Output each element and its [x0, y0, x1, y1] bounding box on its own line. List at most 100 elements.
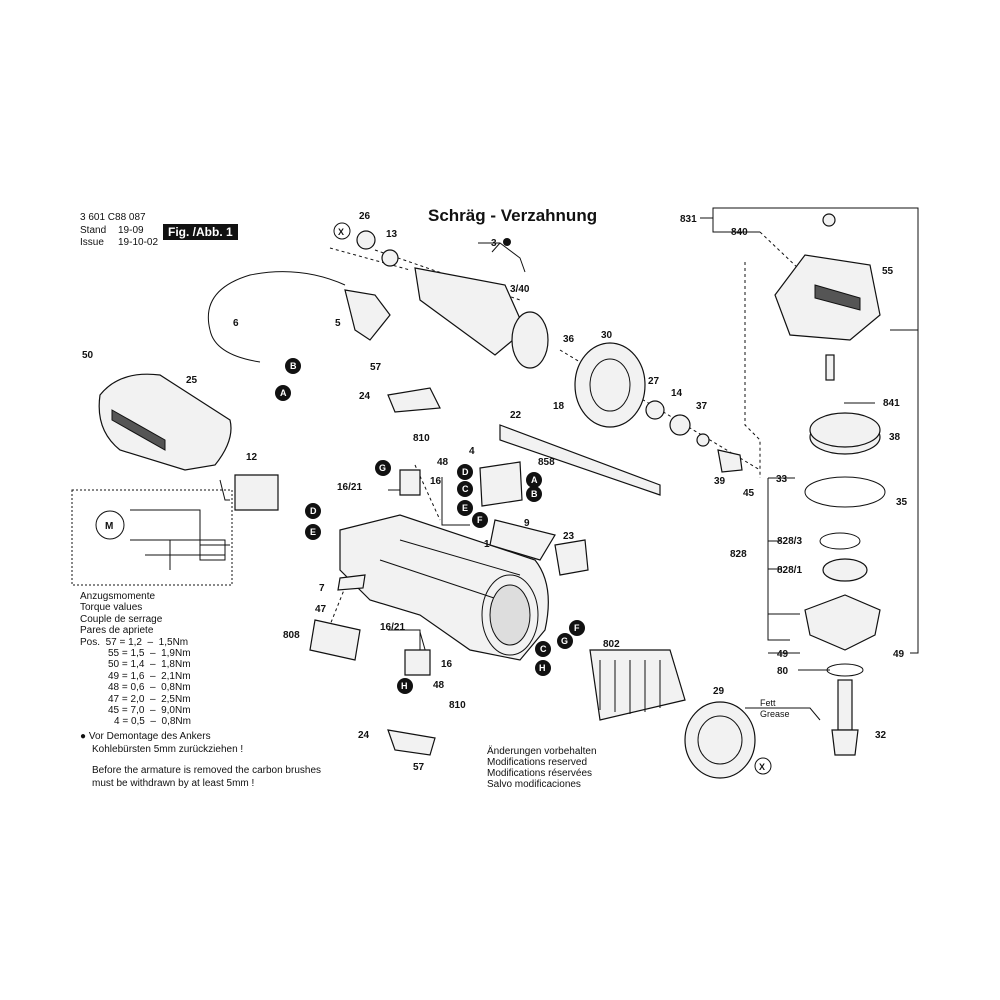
part-label: 49 [893, 649, 905, 660]
part-label: 828 [730, 549, 747, 560]
torque-row: 50 = 1,4 – 1,8Nm [108, 659, 191, 671]
part-label: 7 [319, 583, 325, 594]
doc-number: 3 601 C88 087 [80, 212, 146, 223]
part-label: 23 [563, 531, 575, 542]
note-de-line2: Kohlebürsten 5mm zurückziehen ! [92, 744, 244, 755]
circle-label: D [462, 467, 469, 477]
torque-row: 49 = 1,6 – 2,1Nm [108, 670, 191, 682]
part-label: 16/21 [337, 482, 362, 493]
circle-label: H [539, 663, 546, 673]
part-label: 828/1 [777, 565, 802, 576]
circle-label: F [574, 623, 580, 633]
torque-row: 47 = 2,0 – 2,5Nm [108, 693, 191, 705]
part-label: 16 [430, 476, 442, 487]
figure-badge: Fig. /Abb. 1 [163, 224, 238, 240]
circle-label: B [290, 361, 297, 371]
part-label: 37 [696, 401, 708, 412]
torque-row: Pos. 57 = 1,2 – 1,5Nm [80, 636, 189, 648]
part-label: 828/3 [777, 536, 802, 547]
part-label: 4 [469, 446, 475, 457]
part-label: 9 [524, 518, 530, 529]
part-label: 27 [648, 376, 660, 387]
part-label: 48 [437, 457, 449, 468]
page-title: Schräg - Verzahnung [428, 206, 598, 225]
circle-label: X [338, 227, 344, 237]
note-de-line1: ● Vor Demontage des Ankers [80, 731, 211, 742]
torque-heading: Anzugsmomente [80, 591, 156, 602]
part-label: 810 [413, 433, 430, 444]
part-label: 47 [315, 604, 327, 615]
circle-label: F [477, 515, 483, 525]
part-label: 29 [713, 686, 725, 697]
part-label: 6 [233, 318, 239, 329]
part-label: 24 [359, 391, 371, 402]
circle-label: G [379, 463, 386, 473]
torque-values-table: Anzugsmomente Torque values Couple de se… [80, 591, 191, 728]
part-label: 840 [731, 227, 748, 238]
notice-line: Modifications réservées [487, 768, 593, 779]
issue-value: 19-10-02 [118, 237, 159, 248]
grease-label-en: Grease [760, 709, 790, 719]
circle-label: H [401, 681, 408, 691]
torque-heading: Pares de apriete [80, 625, 154, 637]
grease-note: Fett Grease [760, 698, 790, 720]
part-label: 35 [896, 497, 908, 508]
part-labels: 26 13 3 3/40 36 30 27 14 37 39 45 831 84… [82, 211, 908, 773]
part-label: 14 [671, 388, 683, 399]
torque-heading: Couple de serrage [80, 613, 163, 625]
circle-label: A [531, 475, 538, 485]
part-label: 802 [603, 639, 620, 650]
part-label: 48 [433, 680, 445, 691]
grease-label-de: Fett [760, 698, 776, 708]
circle-label: G [561, 636, 568, 646]
circle-label: C [540, 644, 547, 654]
part-label: 16 [441, 659, 453, 670]
part-label: 858 [538, 457, 555, 468]
svg-text:M: M [105, 521, 113, 532]
part-label: 30 [601, 330, 613, 341]
part-rear-cover-25 [98, 373, 232, 471]
part-label: 45 [743, 488, 755, 499]
circuit-schematic: M [71, 489, 233, 586]
part-label: 33 [776, 474, 788, 485]
part-label: 39 [714, 476, 726, 487]
part-fan-29 [684, 701, 756, 779]
part-label: 841 [883, 398, 900, 409]
circle-label: E [310, 527, 316, 537]
part-label: 13 [386, 229, 398, 240]
part-label: 50 [82, 350, 94, 361]
part-label: 18 [553, 401, 565, 412]
part-label: 24 [358, 730, 370, 741]
circle-label: E [462, 503, 468, 513]
note-en-line1: Before the armature is removed the carbo… [92, 765, 322, 776]
circle-label: C [462, 484, 469, 494]
part-label: 80 [777, 666, 789, 677]
stand-value: 19-09 [118, 225, 144, 236]
part-label: 810 [449, 700, 466, 711]
part-label: 3/40 [510, 284, 530, 295]
part-label: 49 [777, 649, 789, 660]
part-misc [234, 387, 661, 756]
modifications-notice: Änderungen vorbehalten Modifications res… [487, 746, 597, 790]
reference-markers: X X A A B B C C D D E E F F G G H H [275, 222, 772, 775]
part-housing-1 [339, 514, 549, 661]
part-label: 36 [563, 334, 575, 345]
part-label: 3 [491, 238, 497, 249]
part-label: 55 [882, 266, 894, 277]
part-label: 831 [680, 214, 697, 225]
circle-label: X [759, 762, 765, 772]
notice-line: Modifications reserved [487, 757, 588, 768]
part-armature-3 [356, 230, 549, 369]
note-en-line2: must be withdrawn by at least 5mm ! [92, 778, 255, 789]
part-label: 26 [359, 211, 371, 222]
part-label: 57 [413, 762, 425, 773]
part-label: 22 [510, 410, 522, 421]
part-label: 12 [246, 452, 258, 463]
part-label: 38 [889, 432, 901, 443]
notice-line: Änderungen vorbehalten [487, 746, 597, 757]
stand-label: Stand [80, 225, 107, 236]
part-label: 32 [875, 730, 887, 741]
part-label: 25 [186, 375, 198, 386]
part-gear-stack [804, 412, 886, 756]
